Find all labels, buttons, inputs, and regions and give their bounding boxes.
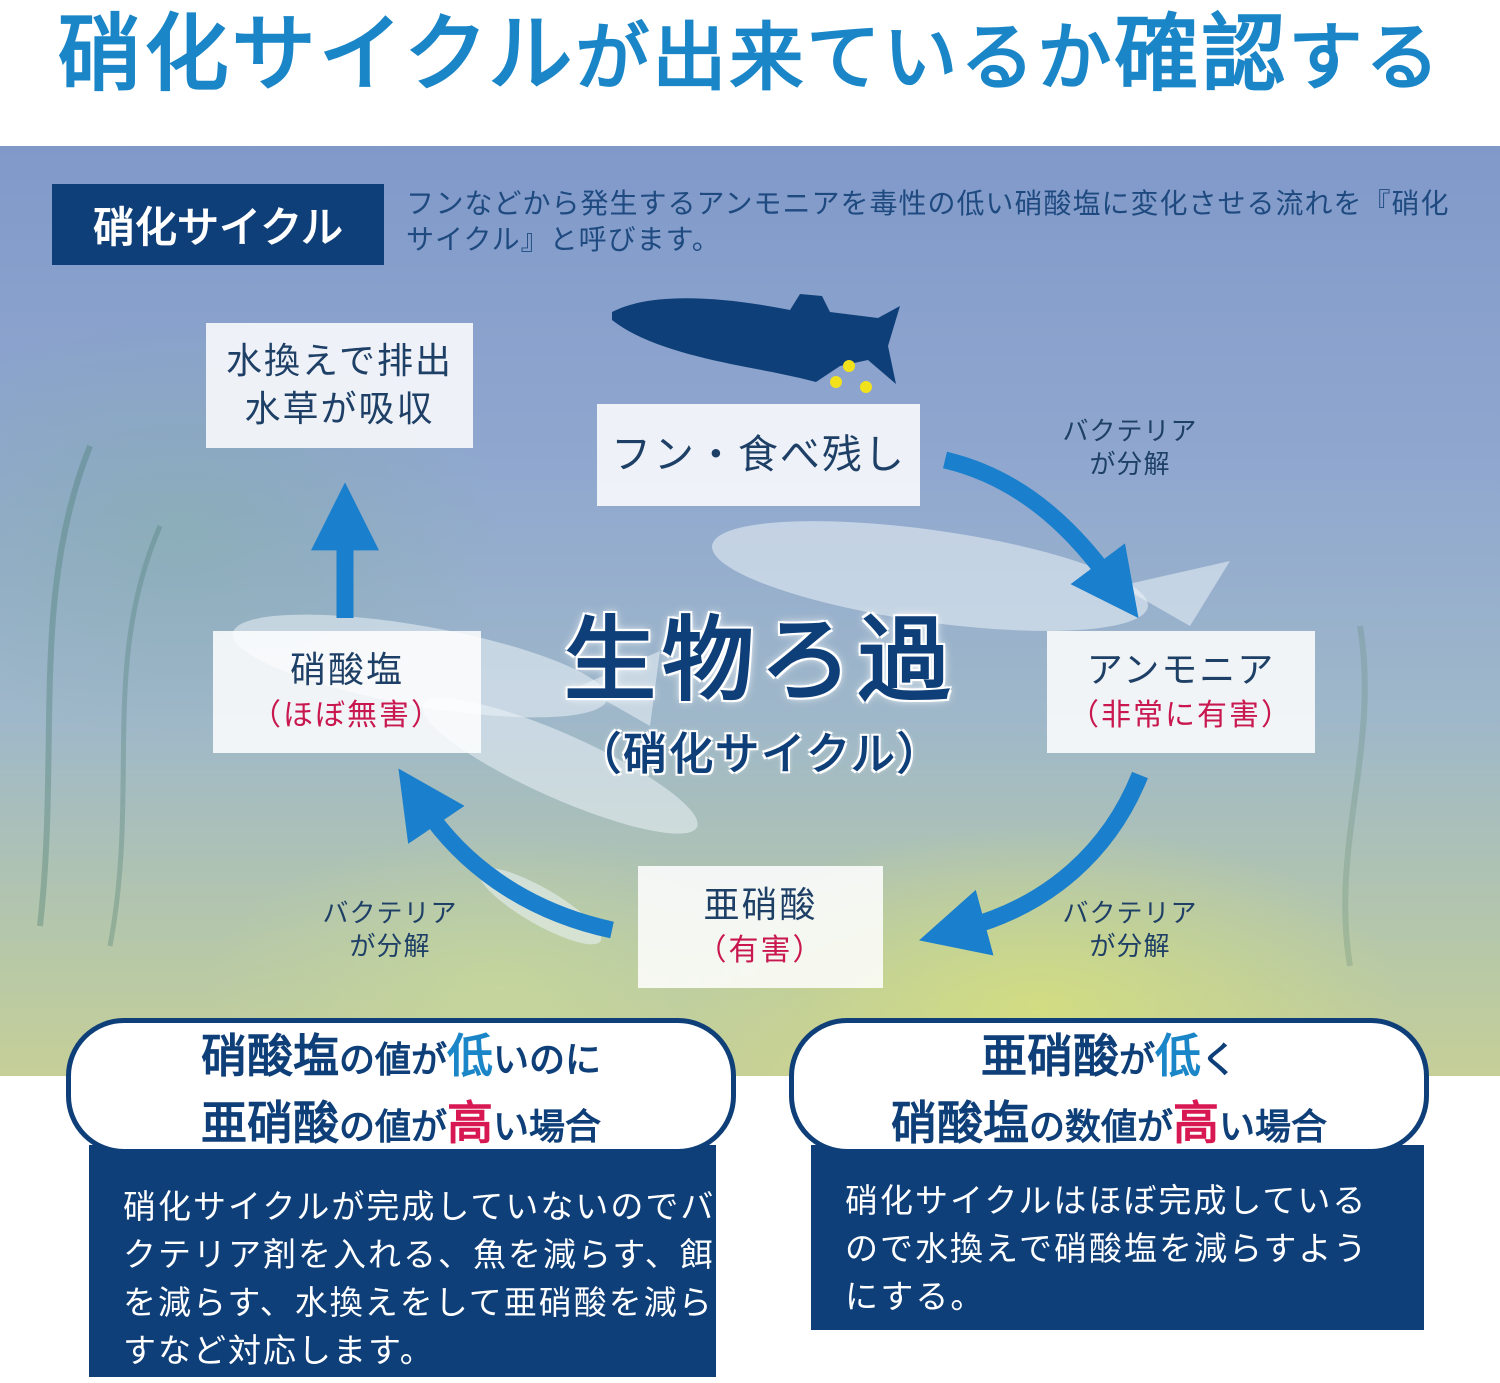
node-ammonia: アンモニア （非常に有害） <box>1047 631 1315 753</box>
bacteria-line2: が分解 <box>1089 932 1171 962</box>
case2-low: 低 <box>1155 1029 1201 1083</box>
case2-heading: 亜硝酸が低く 硝酸塩の数値が高い場合 <box>789 1018 1429 1154</box>
arrow-icon <box>311 451 1148 956</box>
nitrate-note: （ほぼ無害） <box>251 698 443 733</box>
case2-term-a: 亜硝酸 <box>980 1029 1119 1083</box>
removal-line2: 水草が吸収 <box>244 388 435 430</box>
page-title: 硝化サイクルが出来ているか確認する <box>0 4 1500 108</box>
bacteria-label-right-bottom: バクテリア が分解 <box>1040 898 1220 964</box>
node-nitrate: 硝酸塩 （ほぼ無害） <box>213 631 481 753</box>
bacteria-line2: が分解 <box>1089 450 1171 480</box>
title-part4: する <box>1288 15 1443 101</box>
case1-text-d: いのに <box>493 1040 602 1081</box>
bacteria-line2: が分解 <box>349 932 431 962</box>
node-removal: 水換えで排出 水草が吸収 <box>206 323 473 448</box>
center-subtitle: （硝化サイクル） <box>577 729 943 780</box>
waste-label: フン・食べ残し <box>611 432 906 478</box>
case1-text-b: の値が <box>338 1040 447 1081</box>
case2-text-h: い場合 <box>1219 1107 1328 1148</box>
node-nitrite: 亜硝酸 （有害） <box>638 866 883 988</box>
title-part2: が出来ているか <box>575 15 1115 101</box>
title-part1: 硝化サイクル <box>57 5 576 103</box>
case1-term-a: 硝酸塩 <box>200 1029 339 1083</box>
nitrite-label: 亜硝酸 <box>703 885 818 926</box>
nitrate-label: 硝酸塩 <box>289 650 404 691</box>
nitrite-note: （有害） <box>696 933 825 968</box>
food-pellet-icon <box>830 360 872 393</box>
bacteria-label-right-top: バクテリア が分解 <box>1040 416 1220 482</box>
removal-line1: 水換えで排出 <box>226 340 453 382</box>
case2-text-b: が <box>1118 1040 1155 1081</box>
bacteria-line1: バクテリア <box>322 899 458 929</box>
case2-text-d: く <box>1201 1040 1238 1081</box>
bacteria-line1: バクテリア <box>1062 899 1198 929</box>
ammonia-note: （非常に有害） <box>1069 698 1293 733</box>
ammonia-label: アンモニア <box>1086 650 1276 691</box>
case1-text-h: い場合 <box>493 1107 602 1148</box>
node-waste: フン・食べ残し <box>597 404 920 506</box>
case1-low: 低 <box>447 1029 493 1083</box>
case1-body-panel: 硝化サイクルが完成していないのでバクテリア剤を入れる、魚を減らす、餌を減らす、水… <box>89 1145 716 1377</box>
case2-body: 硝化サイクルはほぼ完成しているので水換えで硝酸塩を減らすようにする。 <box>845 1181 1369 1316</box>
case1-text-f: の値が <box>338 1107 447 1148</box>
title-part3: 確認 <box>1114 5 1289 103</box>
bacteria-line1: バクテリア <box>1062 417 1198 447</box>
bacteria-label-left-bottom: バクテリア が分解 <box>300 898 480 964</box>
medaka-fish-icon <box>612 294 900 384</box>
case1-high: 高 <box>447 1096 493 1150</box>
cycle-label: 硝化サイクル <box>52 184 384 265</box>
center-title: 生物ろ過 <box>563 607 956 714</box>
case1-term-e: 亜硝酸 <box>200 1096 339 1150</box>
case2-text-f: の数値が <box>1028 1107 1173 1148</box>
case1-body: 硝化サイクルが完成していないのでバクテリア剤を入れる、魚を減らす、餌を減らす、水… <box>123 1187 716 1370</box>
case2-term-e: 硝酸塩 <box>890 1096 1029 1150</box>
case2-body-panel: 硝化サイクルはほぼ完成しているので水換えで硝酸塩を減らすようにする。 <box>811 1145 1424 1330</box>
case2-high: 高 <box>1173 1096 1219 1150</box>
cycle-description: フンなどから発生するアンモニアを毒性の低い硝酸塩に変化させる流れを『硝化サイクル… <box>406 187 1450 256</box>
case1-heading: 硝酸塩の値が低いのに 亜硝酸の値が高い場合 <box>66 1018 736 1154</box>
